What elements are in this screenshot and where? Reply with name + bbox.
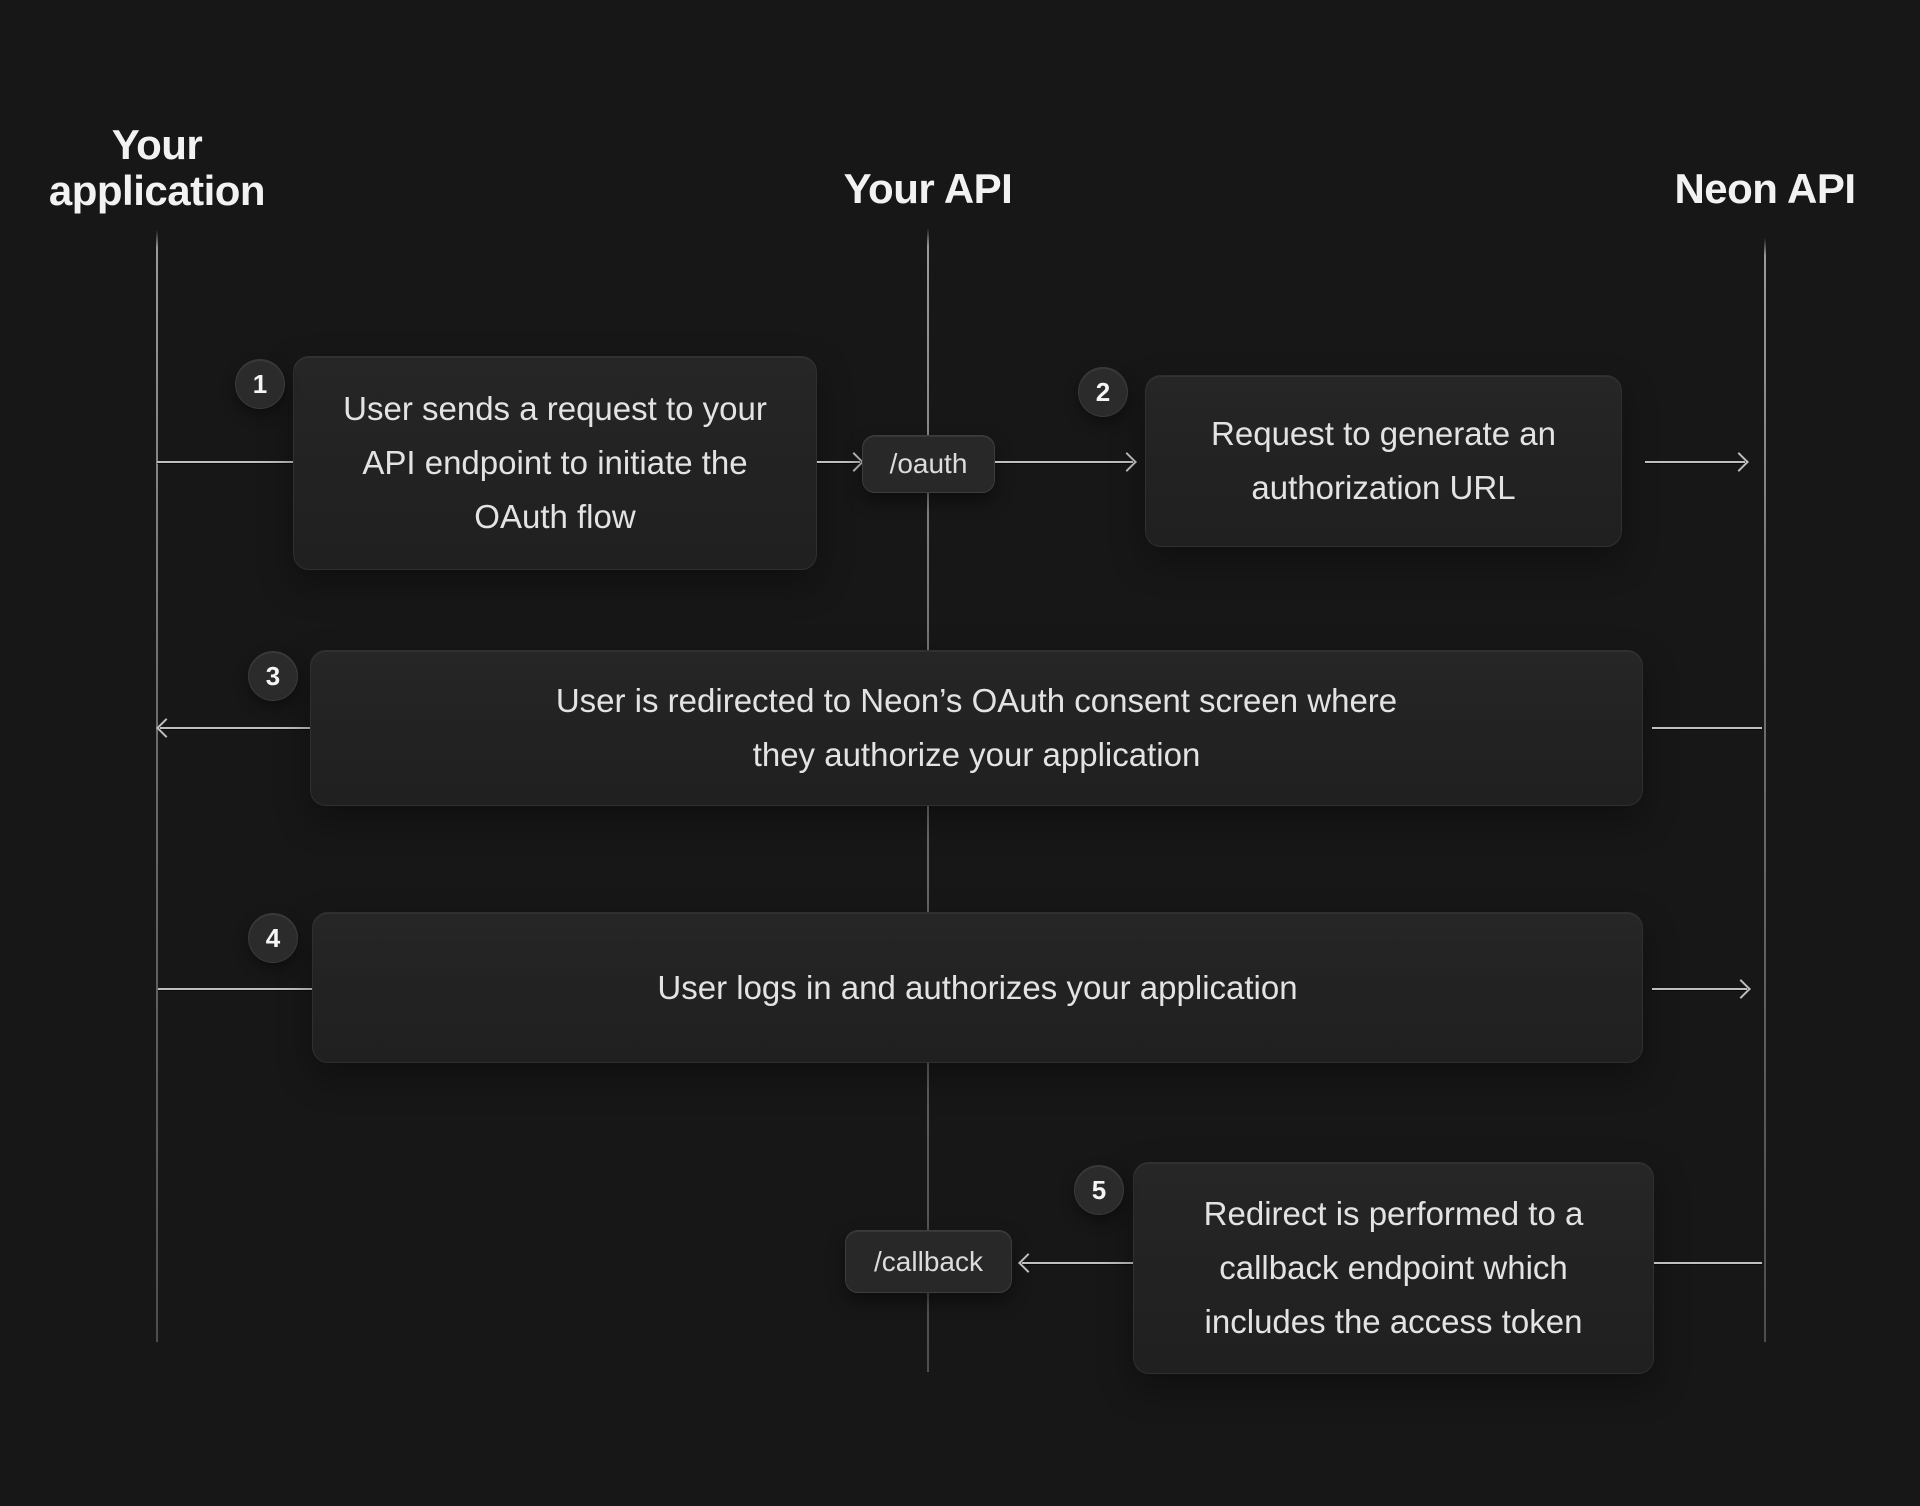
actor-title-your-api: Your API bbox=[843, 165, 1013, 212]
step-2-card: Request to generate an authorization URL bbox=[1145, 375, 1622, 547]
arrow-app-to-step1 bbox=[157, 461, 293, 463]
step-1-text-line: API endpoint to initiate the bbox=[362, 444, 748, 481]
endpoint-chip-oauth: /oauth bbox=[862, 435, 995, 493]
arrow-step3-to-app bbox=[160, 727, 310, 729]
line-neon-to-step3 bbox=[1652, 727, 1762, 729]
arrow-step2-to-neon bbox=[1645, 461, 1745, 463]
step-4-number-badge: 4 bbox=[248, 913, 298, 963]
step-1-text-line: OAuth flow bbox=[474, 498, 636, 535]
step-2-number-badge: 2 bbox=[1078, 367, 1128, 417]
arrow-step5-to-callback-endpoint bbox=[1022, 1262, 1133, 1264]
actor-title-neon-api: Neon API bbox=[1674, 165, 1856, 212]
arrow-step4-to-neon bbox=[1652, 988, 1747, 990]
step-2-text-line: authorization URL bbox=[1251, 469, 1516, 506]
step-5-card: Redirect is performed to a callback endp… bbox=[1133, 1162, 1654, 1374]
step-3-card: User is redirected to Neon’s OAuth conse… bbox=[310, 650, 1643, 806]
step-2-text-line: Request to generate an bbox=[1211, 415, 1556, 452]
step-3-text-line: they authorize your application bbox=[752, 736, 1201, 773]
step-5-text-line: includes the access token bbox=[1204, 1303, 1583, 1340]
step-5-number-badge: 5 bbox=[1074, 1165, 1124, 1215]
step-3-text-line: User is redirected to Neon’s OAuth conse… bbox=[555, 682, 1398, 719]
step-5-text-line: callback endpoint which bbox=[1219, 1249, 1568, 1286]
step-4-card: User logs in and authorizes your applica… bbox=[312, 912, 1643, 1063]
actor-title-your-application: Your application bbox=[48, 121, 266, 214]
arrow-step1-to-oauth-endpoint bbox=[817, 461, 860, 463]
step-1-number-badge: 1 bbox=[235, 359, 285, 409]
step-1-text-line: User sends a request to your bbox=[343, 390, 767, 427]
line-app-to-step4 bbox=[158, 988, 312, 990]
endpoint-chip-callback: /callback bbox=[845, 1230, 1012, 1293]
arrow-oauth-endpoint-to-step2 bbox=[995, 461, 1133, 463]
step-4-text-line: User logs in and authorizes your applica… bbox=[657, 968, 1298, 1006]
lifeline-neon-api bbox=[1764, 238, 1766, 1342]
step-1-card: User sends a request to your API endpoin… bbox=[293, 356, 817, 570]
step-3-number-badge: 3 bbox=[248, 651, 298, 701]
lifeline-your-application bbox=[156, 230, 158, 1342]
line-neon-to-step5 bbox=[1654, 1262, 1762, 1264]
step-5-text-line: Redirect is performed to a bbox=[1203, 1195, 1584, 1232]
